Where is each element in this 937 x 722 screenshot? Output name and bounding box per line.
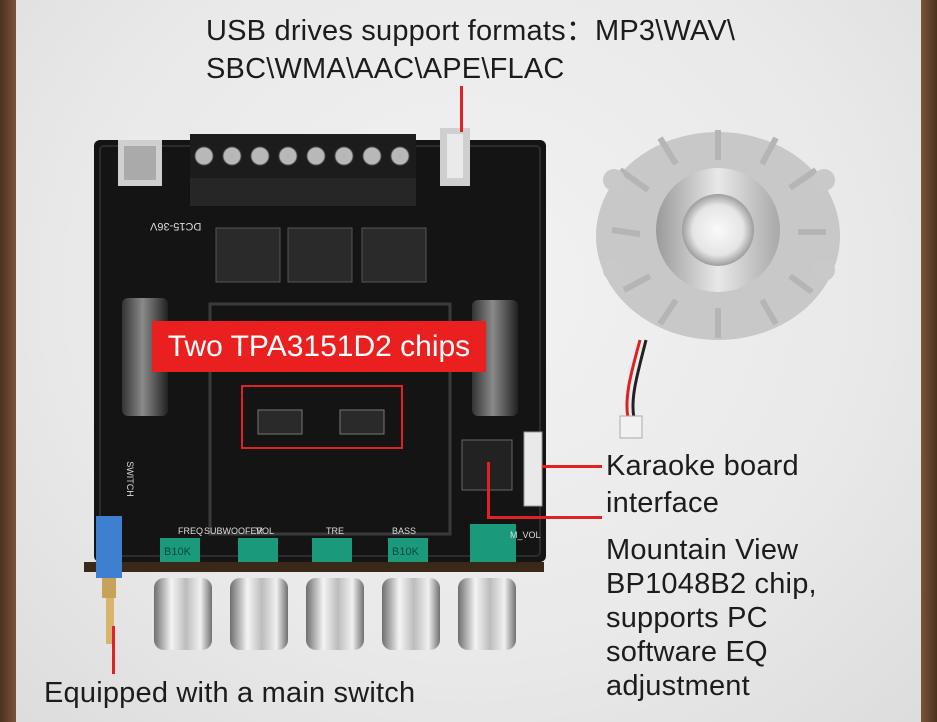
chips-badge: Two TPA3151D2 chips xyxy=(152,321,486,372)
cooling-fan xyxy=(596,130,840,439)
dsp-chip-label-line2: BP1048B2 chip, xyxy=(606,568,817,600)
dsp-chip-label-line5: adjustment xyxy=(606,670,750,702)
silkscreen-switch: SWITCH xyxy=(124,461,135,497)
chip-callout-line-h xyxy=(487,516,602,519)
pot-marking-2: B10K xyxy=(392,546,419,558)
silkscreen-knob-2: SUBWOOFER xyxy=(204,526,264,536)
dsp-chip-label-line1: Mountain View xyxy=(606,534,799,566)
frame-left-edge xyxy=(0,0,16,722)
control-knobs xyxy=(154,578,516,650)
silkscreen-knob-5: BASS xyxy=(392,526,417,536)
switch-callout-line xyxy=(112,626,115,674)
karaoke-label-line2: interface xyxy=(606,487,720,519)
amplifier-board xyxy=(84,128,546,650)
silkscreen-power: DC15-36V xyxy=(150,220,202,232)
dsp-chip-label-line4: software EQ xyxy=(606,636,768,668)
usb-callout-line xyxy=(460,86,463,132)
usb-formats-label-line2: SBC\WMA\AAC\APE\FLAC xyxy=(206,53,565,85)
dsp-chip-label-line3: supports PC xyxy=(606,602,768,634)
silkscreen-knob-1: FREQ xyxy=(178,526,204,536)
silkscreen-knob-6: M_VOL xyxy=(510,530,541,540)
silkscreen-knob-4: TRE xyxy=(326,526,344,536)
usb-formats-label-line1: USB drives support formats：MP3\WAV\ xyxy=(206,15,736,47)
chip-callout-line-v xyxy=(487,462,490,518)
karaoke-callout-line xyxy=(542,465,602,468)
karaoke-label-line1: Karaoke board xyxy=(606,450,799,482)
pot-marking-1: B10K xyxy=(164,546,191,558)
silkscreen-knob-3: VOL xyxy=(256,526,275,536)
switch-label: Equipped with a main switch xyxy=(44,677,416,709)
